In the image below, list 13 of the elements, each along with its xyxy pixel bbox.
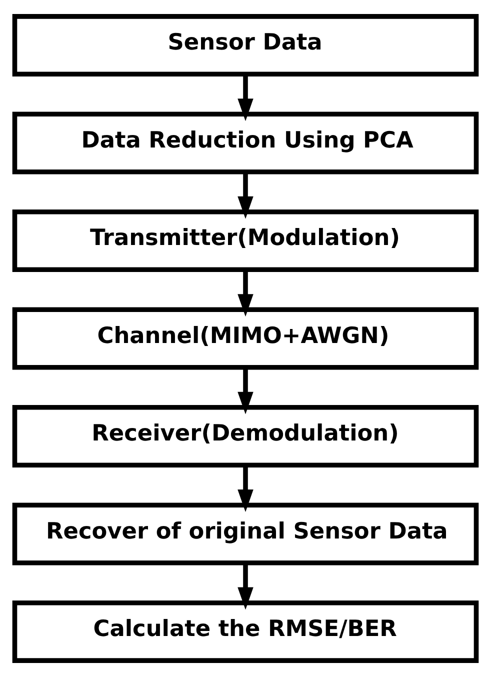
arrow	[238, 366, 254, 414]
arrow	[238, 74, 254, 121]
arrow	[238, 464, 254, 512]
node-box: Transmitter(Modulation)	[12, 209, 479, 272]
node-box: Sensor Data	[12, 14, 479, 76]
node-box: Channel(MIMO+AWGN)	[12, 306, 479, 370]
node-box: Receiver(Demodulation)	[12, 404, 479, 467]
node-box: Data Reduction Using PCA	[12, 111, 479, 174]
arrow	[238, 171, 254, 218]
node-box: Calculate the RMSE/BER	[12, 600, 479, 662]
arrow	[238, 269, 254, 316]
node-box: Recover of original Sensor Data	[12, 502, 479, 565]
arrow	[238, 562, 254, 610]
